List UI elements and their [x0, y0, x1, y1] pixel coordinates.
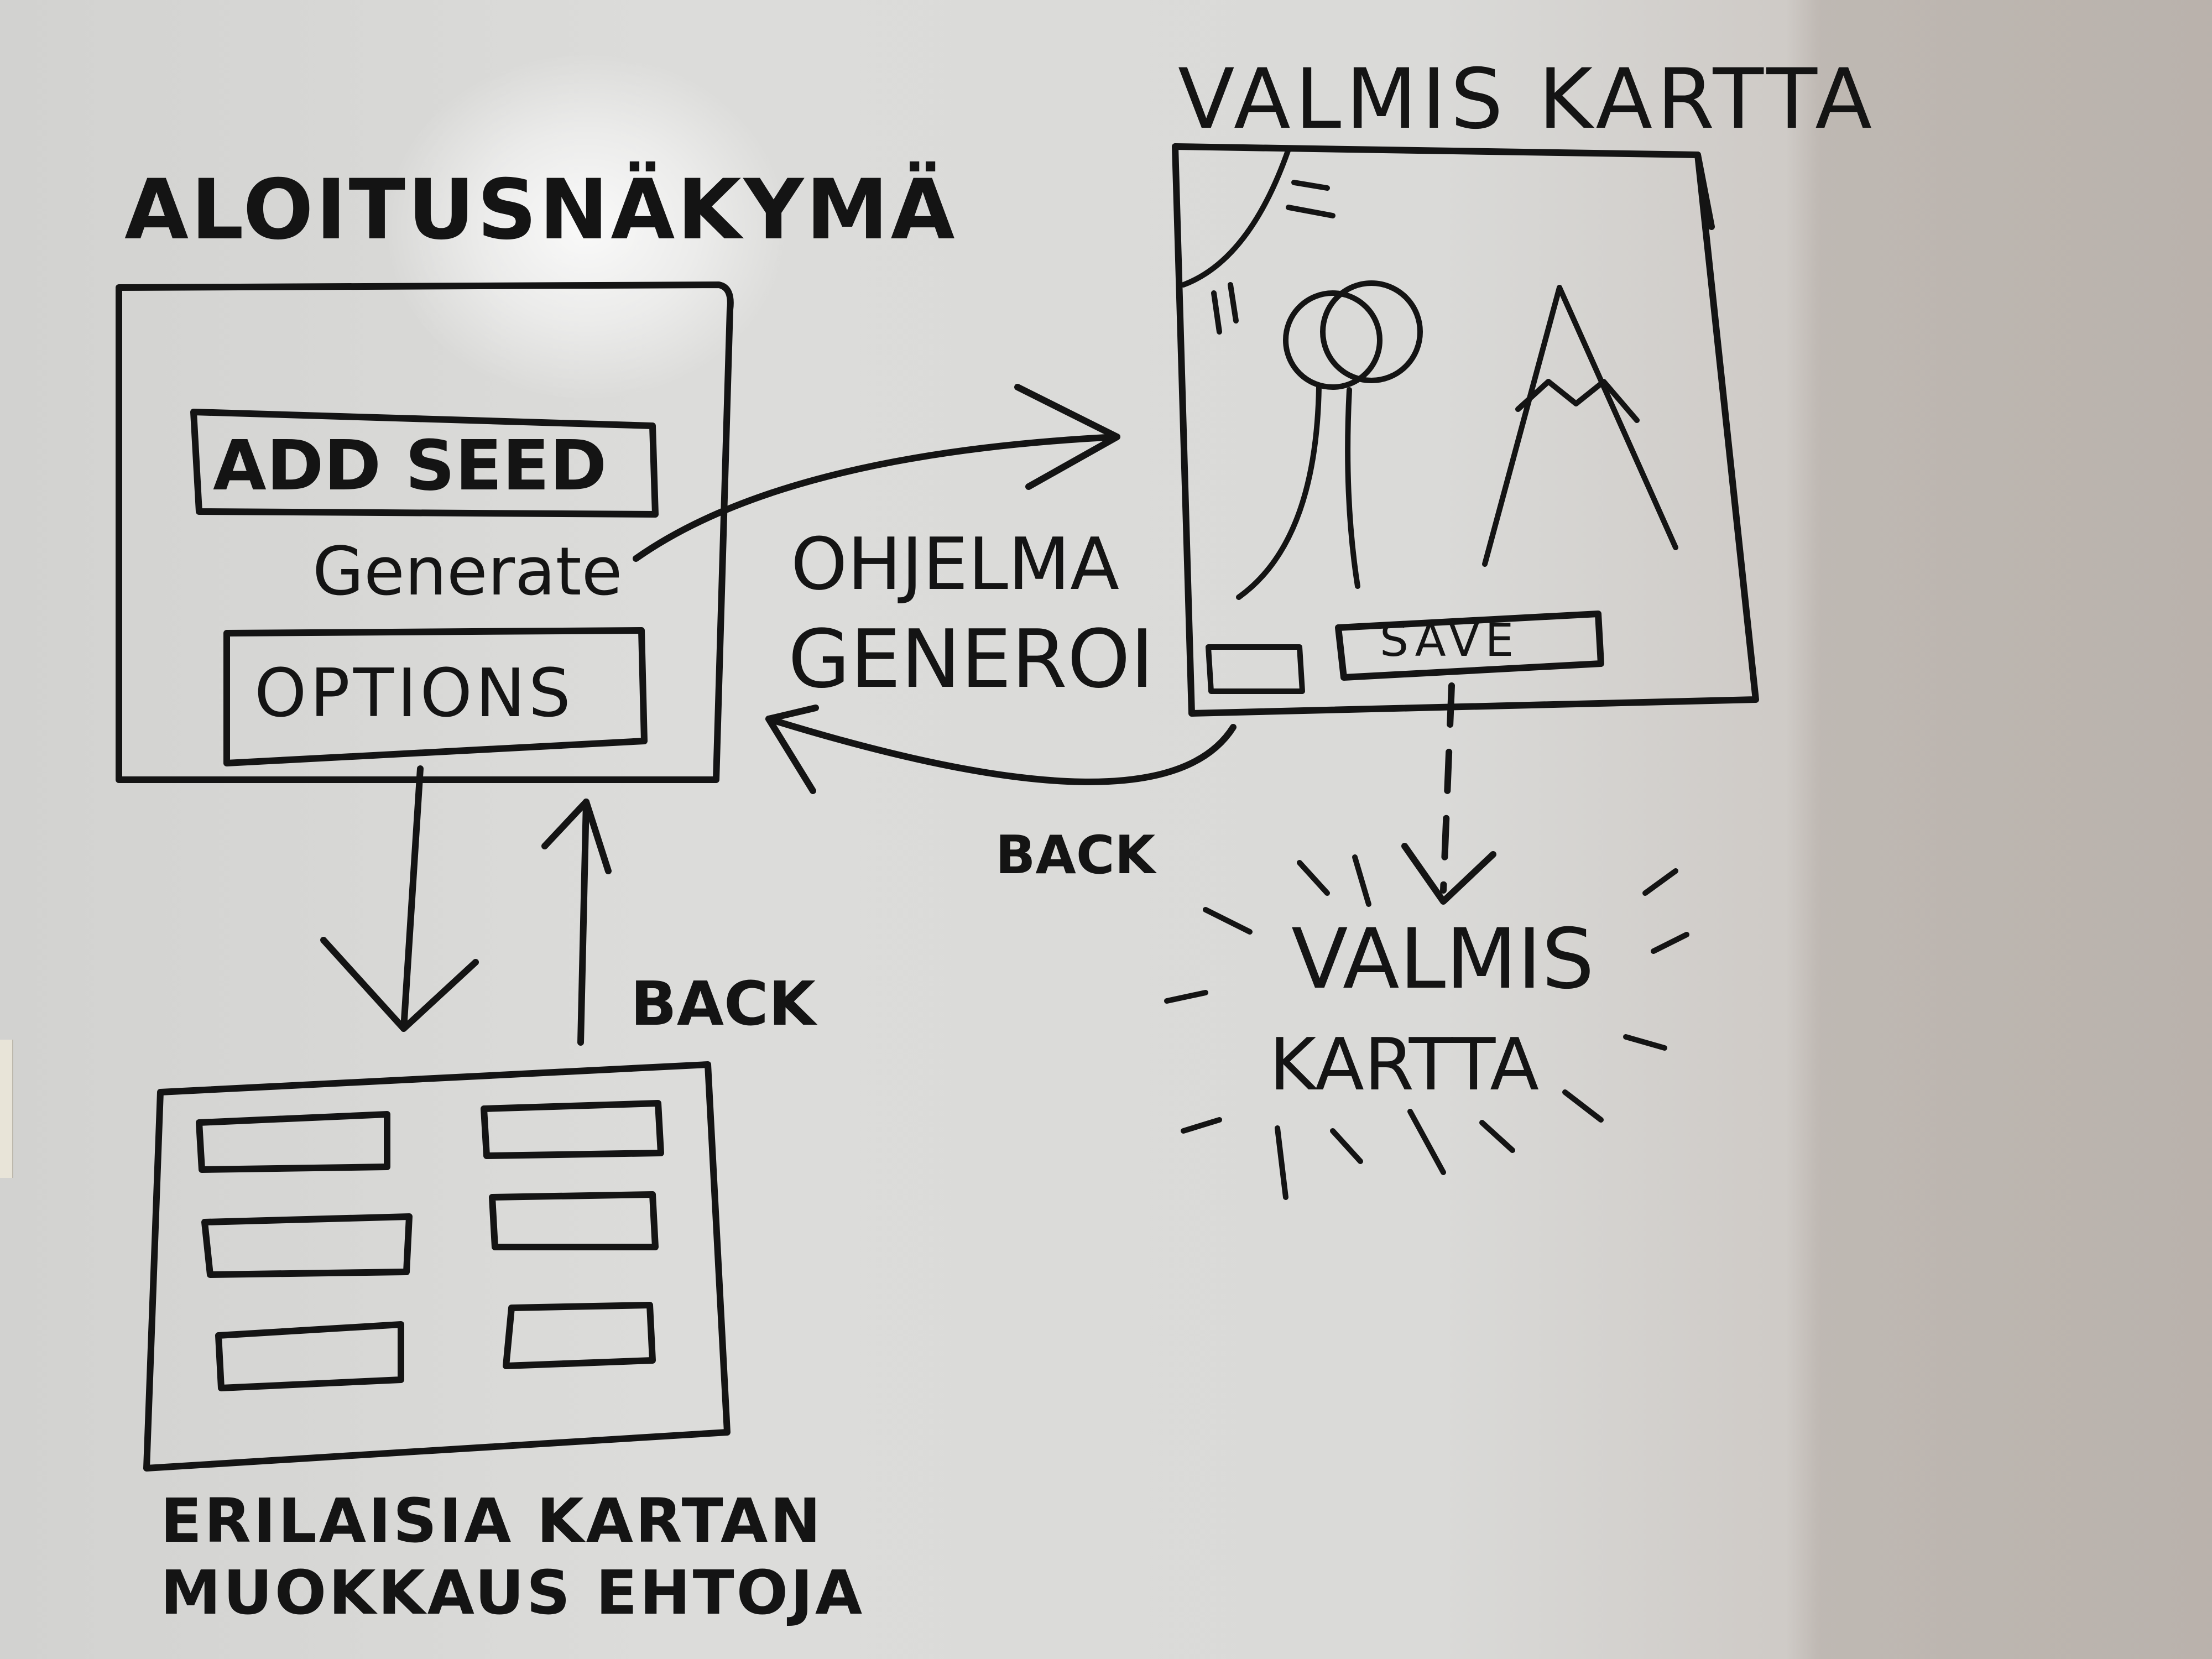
map-screen-title: VALMIS KARTTA [1178, 51, 1876, 148]
back-arrow-from-map-head [765, 705, 819, 794]
map-tree-trunk-left [1236, 384, 1322, 600]
options-caption-line2: MUOKKAUS EHTOJA [160, 1557, 865, 1628]
generate-arrowhead [1014, 384, 1120, 490]
generate-arrow [633, 434, 1120, 562]
map-tree-trunk-right [1345, 387, 1360, 589]
option-slot [201, 1213, 413, 1278]
add-seed-box [190, 409, 659, 518]
map-mountain [1482, 285, 1678, 567]
board-edge-tag [0, 1040, 13, 1178]
map-tree-right [1320, 280, 1423, 383]
map-mark-1 [1291, 180, 1330, 191]
add-seed-label: ADD SEED [213, 426, 607, 506]
back-up-arrow [577, 799, 589, 1046]
result-text-line1: VALMIS [1291, 911, 1595, 1008]
map-small-box [1206, 644, 1305, 694]
back-arrow-from-map [765, 716, 1237, 785]
start-screen-title: ALOITUSNÄKYMÄ [124, 162, 957, 258]
option-slot [215, 1321, 404, 1391]
options-down-arrow [400, 765, 424, 1032]
options-down-arrowhead [320, 937, 479, 1032]
map-mountain-snow [1515, 379, 1640, 423]
save-dashed-arrowhead [1401, 843, 1496, 905]
burst-line [1352, 854, 1371, 907]
map-mark-2 [1286, 205, 1335, 218]
result-text-line2: KARTTA [1269, 1022, 1540, 1107]
generate-flow-line1: OHJELMA [791, 522, 1120, 606]
back-up-arrowhead [541, 799, 612, 874]
generate-flow-line2: GENEROI [788, 613, 1154, 706]
result-burst-lines [1164, 854, 1689, 1200]
option-slot [196, 1111, 390, 1173]
option-slot [481, 1100, 664, 1159]
option-slot [489, 1191, 659, 1250]
map-corner-line [1694, 152, 1715, 230]
save-dashed-arrow [1440, 682, 1455, 894]
map-mark-3 [1211, 290, 1222, 335]
back-label-from-map: BACK [995, 825, 1156, 886]
map-screen-frame [1172, 143, 1759, 717]
map-corner-arc [1181, 147, 1291, 288]
options-label: OPTIONS [254, 655, 574, 732]
map-mark-4 [1228, 282, 1239, 324]
whiteboard-glare [387, 55, 785, 398]
save-label: SAVE [1380, 614, 1520, 667]
options-caption-line1: ERILAISIA KARTAN [160, 1485, 823, 1556]
options-screen-frame [143, 1061, 731, 1472]
wall-background [1786, 0, 2212, 1659]
start-screen-frame [116, 281, 734, 783]
option-slot [503, 1302, 656, 1369]
generate-label: Generate [312, 534, 623, 611]
options-box [223, 627, 648, 766]
back-label-from-options: BACK [630, 968, 816, 1039]
map-tree-left [1283, 290, 1383, 390]
save-box [1335, 611, 1604, 681]
